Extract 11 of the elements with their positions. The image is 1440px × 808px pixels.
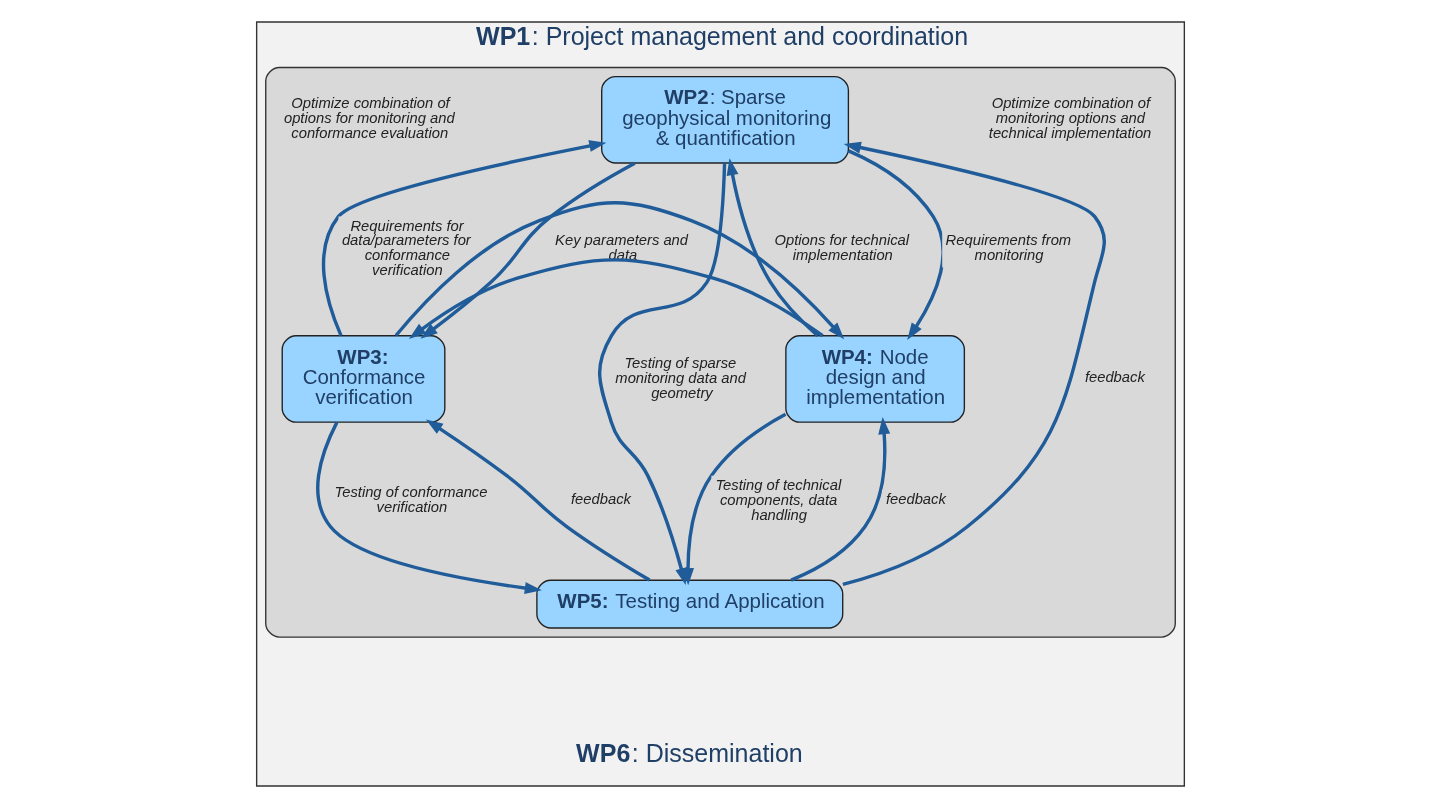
edge-label: feedback	[570, 490, 631, 507]
label: Optimize combination of monitoring options and technical implementation	[988, 95, 1151, 141]
edge-label: Testing of conformance verification	[334, 484, 487, 515]
edge-label: Options for technical implementation	[774, 232, 909, 264]
edge-label: feedback	[1084, 368, 1145, 385]
label: Optimize combination of options for monitoring and conformance evaluation	[283, 95, 455, 141]
edge-label: Testing of sparse monitoring data and geometry	[614, 355, 746, 401]
edge-label: Testing of technical components, data handling	[714, 477, 841, 523]
edge-label: Requirements from monitoring	[945, 232, 1071, 264]
edge-label: Requirements for data/parameters for conformance verification	[341, 217, 471, 278]
edge-label: feedback	[885, 490, 946, 507]
